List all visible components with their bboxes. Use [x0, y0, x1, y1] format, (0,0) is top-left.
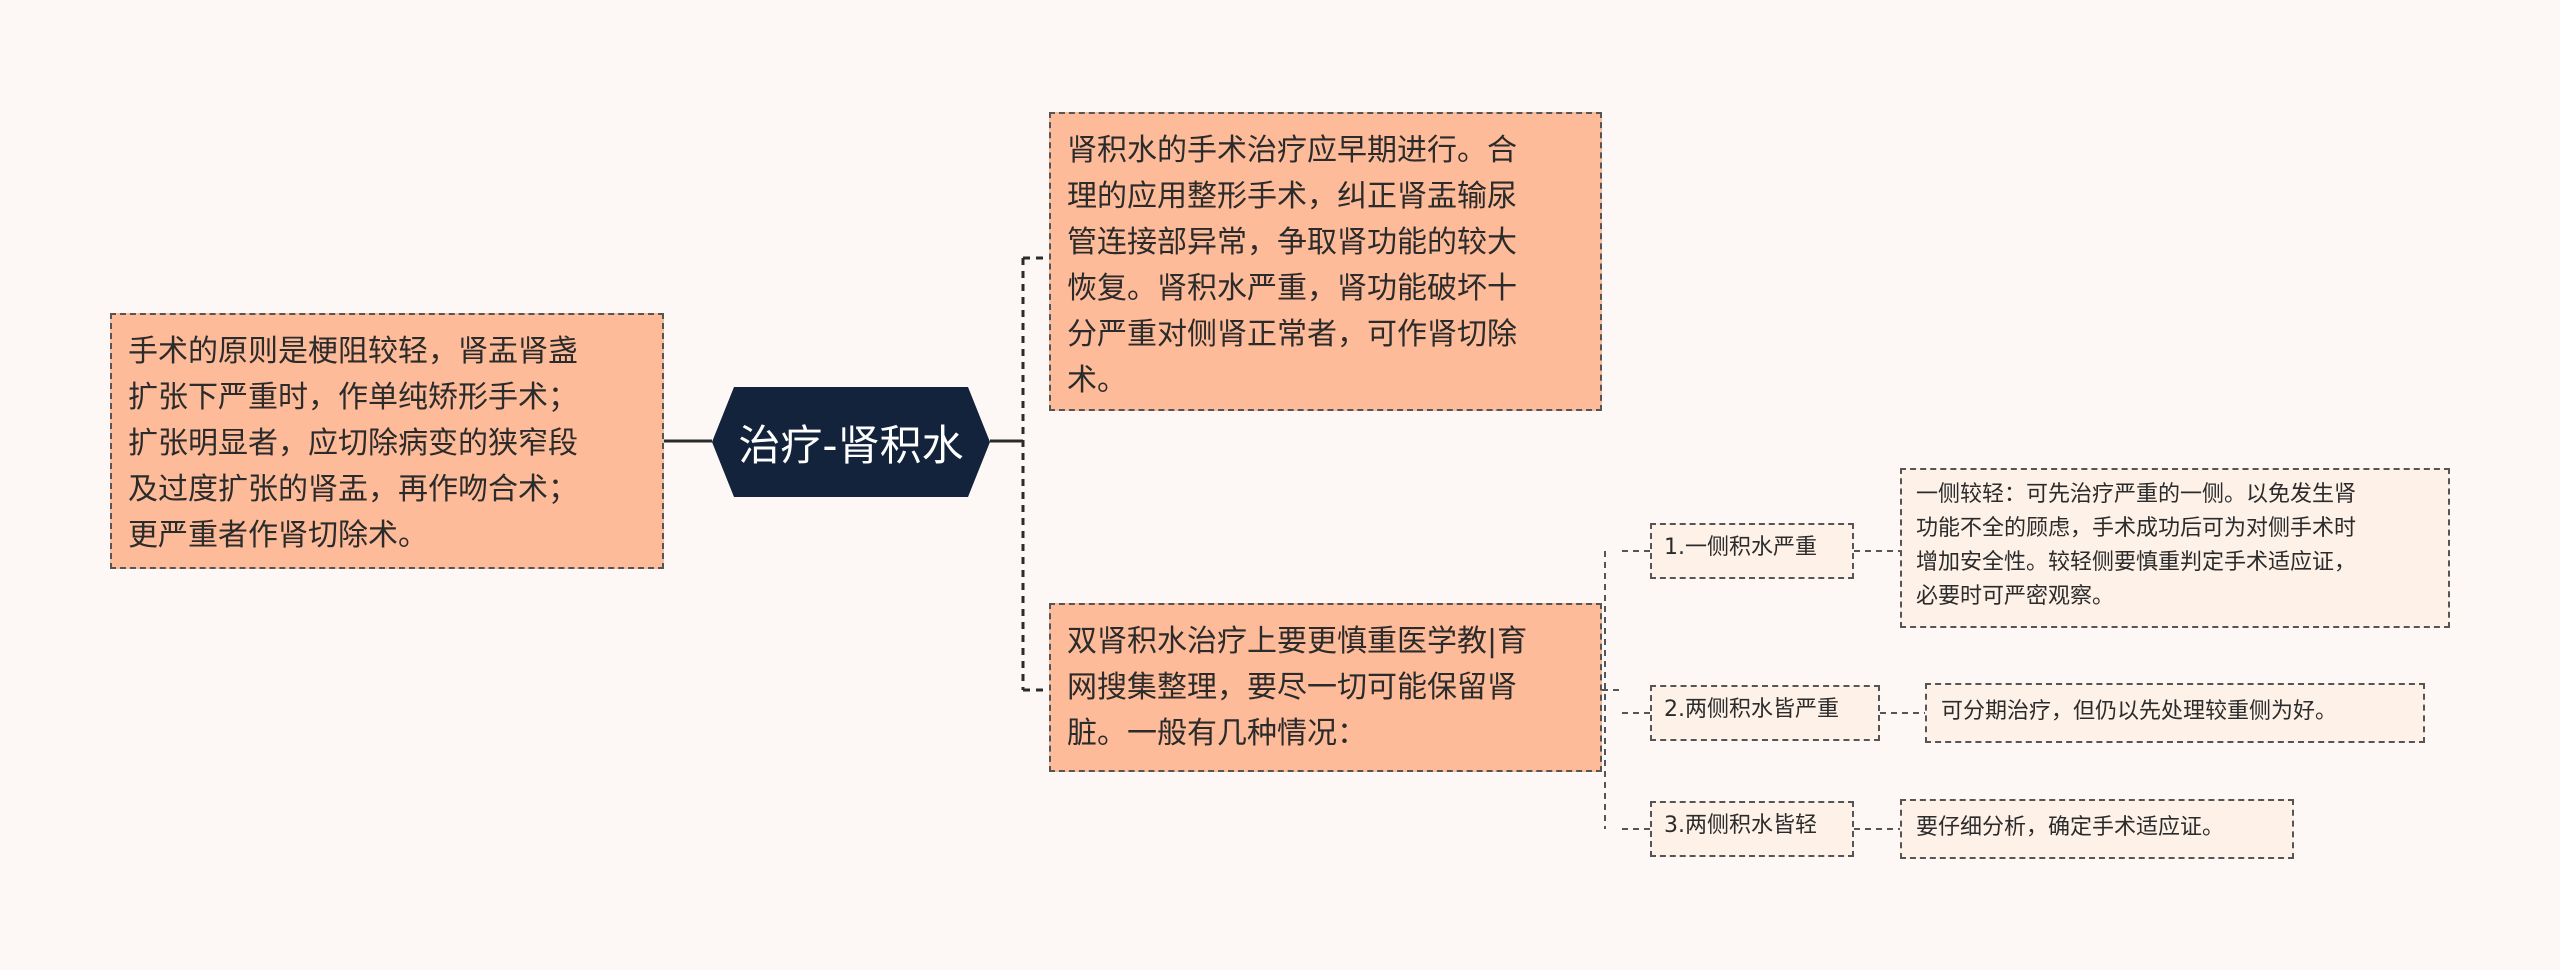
case-3-label[interactable]: 3.两侧积水皆轻 [1650, 801, 1854, 857]
right-top-node-line: 理的应用整形手术，纠正肾盂输尿 [1067, 179, 1517, 214]
case-1-detail-line: 一侧较轻：可先治疗严重的一侧。以免发生肾 [1916, 482, 2357, 507]
right-bottom-node-line: 脏。一般有几种情况： [1067, 716, 1367, 751]
root-node[interactable]: 治疗-肾积水 [712, 387, 990, 497]
right-bottom-node-line: 网搜集整理，要尽一切可能保留肾 [1067, 670, 1517, 705]
right-top-node-line: 管连接部异常，争取肾功能的较大 [1067, 225, 1517, 260]
right-top-node-line: 恢复。肾积水严重，肾功能破坏十 [1067, 271, 1517, 306]
right-top-node-line: 肾积水的手术治疗应早期进行。合 [1067, 133, 1517, 168]
right-bottom-node[interactable]: 双肾积水治疗上要更慎重医学教|育 网搜集整理，要尽一切可能保留肾 脏。一般有几种… [1049, 603, 1602, 772]
right-top-node[interactable]: 肾积水的手术治疗应早期进行。合 理的应用整形手术，纠正肾盂输尿 管连接部异常，争… [1049, 112, 1602, 411]
case-1-detail[interactable]: 一侧较轻：可先治疗严重的一侧。以免发生肾 功能不全的顾虑，手术成功后可为对侧手术… [1900, 468, 2450, 628]
case-3-detail-line: 要仔细分析，确定手术适应证。 [1916, 815, 2225, 840]
case-1-detail-line: 必要时可严密观察。 [1916, 584, 2115, 609]
right-top-node-line: 术。 [1067, 363, 1127, 398]
left-node-line: 扩张下严重时，作单纯矫形手术； [128, 380, 578, 415]
right-bottom-node-line: 双肾积水治疗上要更慎重医学教|育 [1067, 624, 1528, 659]
left-node-line: 扩张明显者，应切除病变的狭窄段 [128, 426, 578, 461]
case-2-label[interactable]: 2.两侧积水皆严重 [1650, 685, 1880, 741]
left-node-line: 更严重者作肾切除术。 [128, 518, 428, 553]
case-2-detail[interactable]: 可分期治疗，但仍以先处理较重侧为好。 [1925, 683, 2425, 743]
left-node-line: 及过度扩张的肾盂，再作吻合术； [128, 472, 578, 507]
right-top-node-line: 分严重对侧肾正常者，可作肾切除 [1067, 317, 1517, 352]
case-1-detail-line: 功能不全的顾虑，手术成功后可为对侧手术时 [1916, 516, 2357, 541]
case-2-detail-line: 可分期治疗，但仍以先处理较重侧为好。 [1941, 699, 2338, 724]
case-3-detail[interactable]: 要仔细分析，确定手术适应证。 [1900, 799, 2294, 859]
case-1-label[interactable]: 1.一侧积水严重 [1650, 523, 1854, 579]
case-1-detail-line: 增加安全性。较轻侧要慎重判定手术适应证， [1916, 550, 2357, 575]
left-node-line: 手术的原则是梗阻较轻，肾盂肾盏 [128, 334, 578, 369]
left-node[interactable]: 手术的原则是梗阻较轻，肾盂肾盏 扩张下严重时，作单纯矫形手术； 扩张明显者，应切… [110, 313, 664, 569]
